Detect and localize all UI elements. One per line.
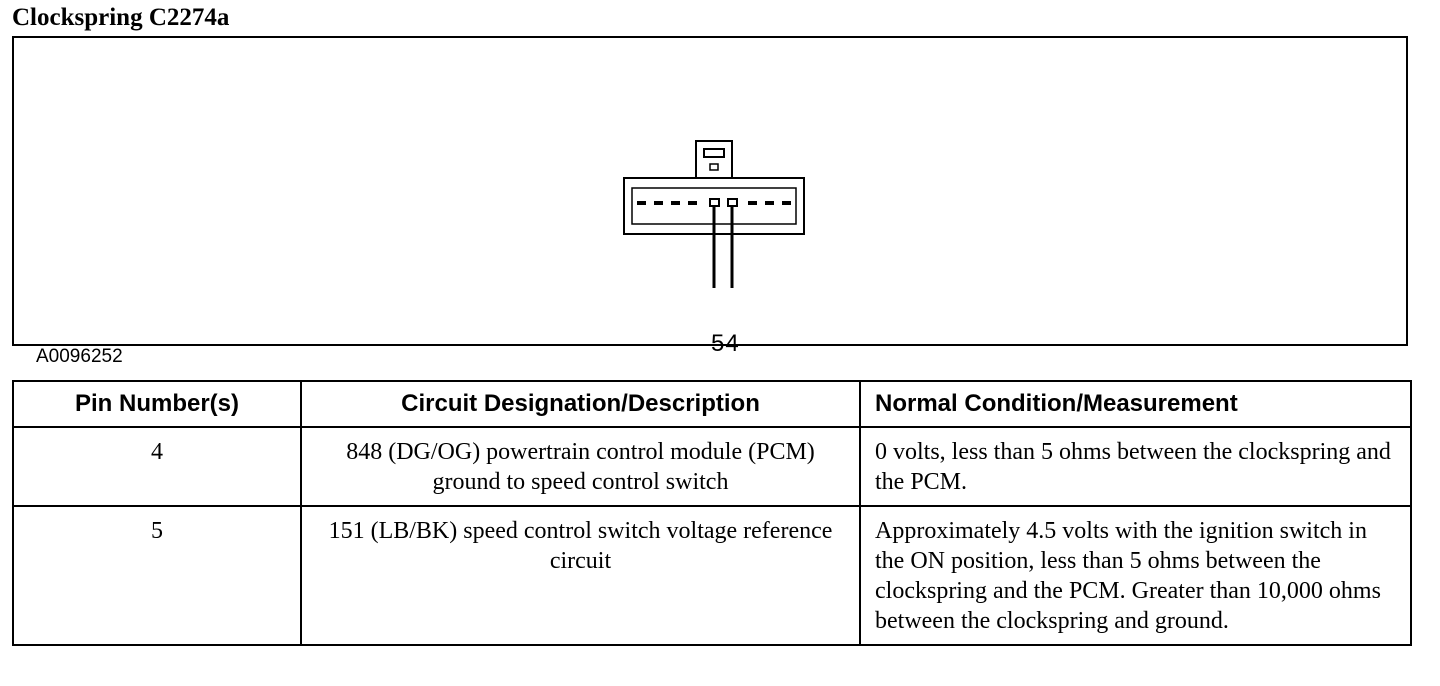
- header-circuit-description: Circuit Designation/Description: [300, 380, 861, 428]
- connector-lock-tab: [695, 140, 733, 180]
- cell-pin-number: 4: [12, 426, 302, 507]
- cell-normal-condition: 0 volts, less than 5 ohms between the cl…: [859, 426, 1412, 507]
- connector-diagram: 54 A0096252: [12, 36, 1408, 367]
- pin-cavity: [654, 201, 663, 205]
- figure-reference-id: A0096252: [36, 346, 123, 367]
- pin-cavities: [637, 198, 791, 207]
- pin-cavity: [637, 201, 646, 205]
- table-header-row: Pin Number(s) Circuit Designation/Descri…: [12, 380, 1412, 428]
- header-pin-number: Pin Number(s): [12, 380, 302, 428]
- pin-cavity: [782, 201, 791, 205]
- lock-tab-latch: [709, 163, 719, 171]
- page-title: Clockspring C2274a: [12, 4, 230, 31]
- cell-circuit-description: 848 (DG/OG) powertrain control module (P…: [300, 426, 861, 507]
- connector-drawing: [623, 140, 805, 288]
- pin-number-labels: 54: [711, 330, 740, 357]
- pin-cavity-5: [709, 198, 720, 207]
- header-normal-condition: Normal Condition/Measurement: [859, 380, 1412, 428]
- pin-cavity: [765, 201, 774, 205]
- cell-pin-number: 5: [12, 505, 302, 646]
- table-row: 4 848 (DG/OG) powertrain control module …: [12, 426, 1412, 507]
- cell-normal-condition: Approximately 4.5 volts with the ignitio…: [859, 505, 1412, 646]
- pin-cavity: [748, 201, 757, 205]
- pin-table: Pin Number(s) Circuit Designation/Descri…: [12, 380, 1412, 646]
- table-row: 5 151 (LB/BK) speed control switch volta…: [12, 505, 1412, 646]
- pin-cavity-4: [727, 198, 738, 207]
- pin-cavity: [688, 201, 697, 205]
- pin-cavity: [671, 201, 680, 205]
- lock-tab-slot: [703, 148, 725, 158]
- cell-circuit-description: 151 (LB/BK) speed control switch voltage…: [300, 505, 861, 646]
